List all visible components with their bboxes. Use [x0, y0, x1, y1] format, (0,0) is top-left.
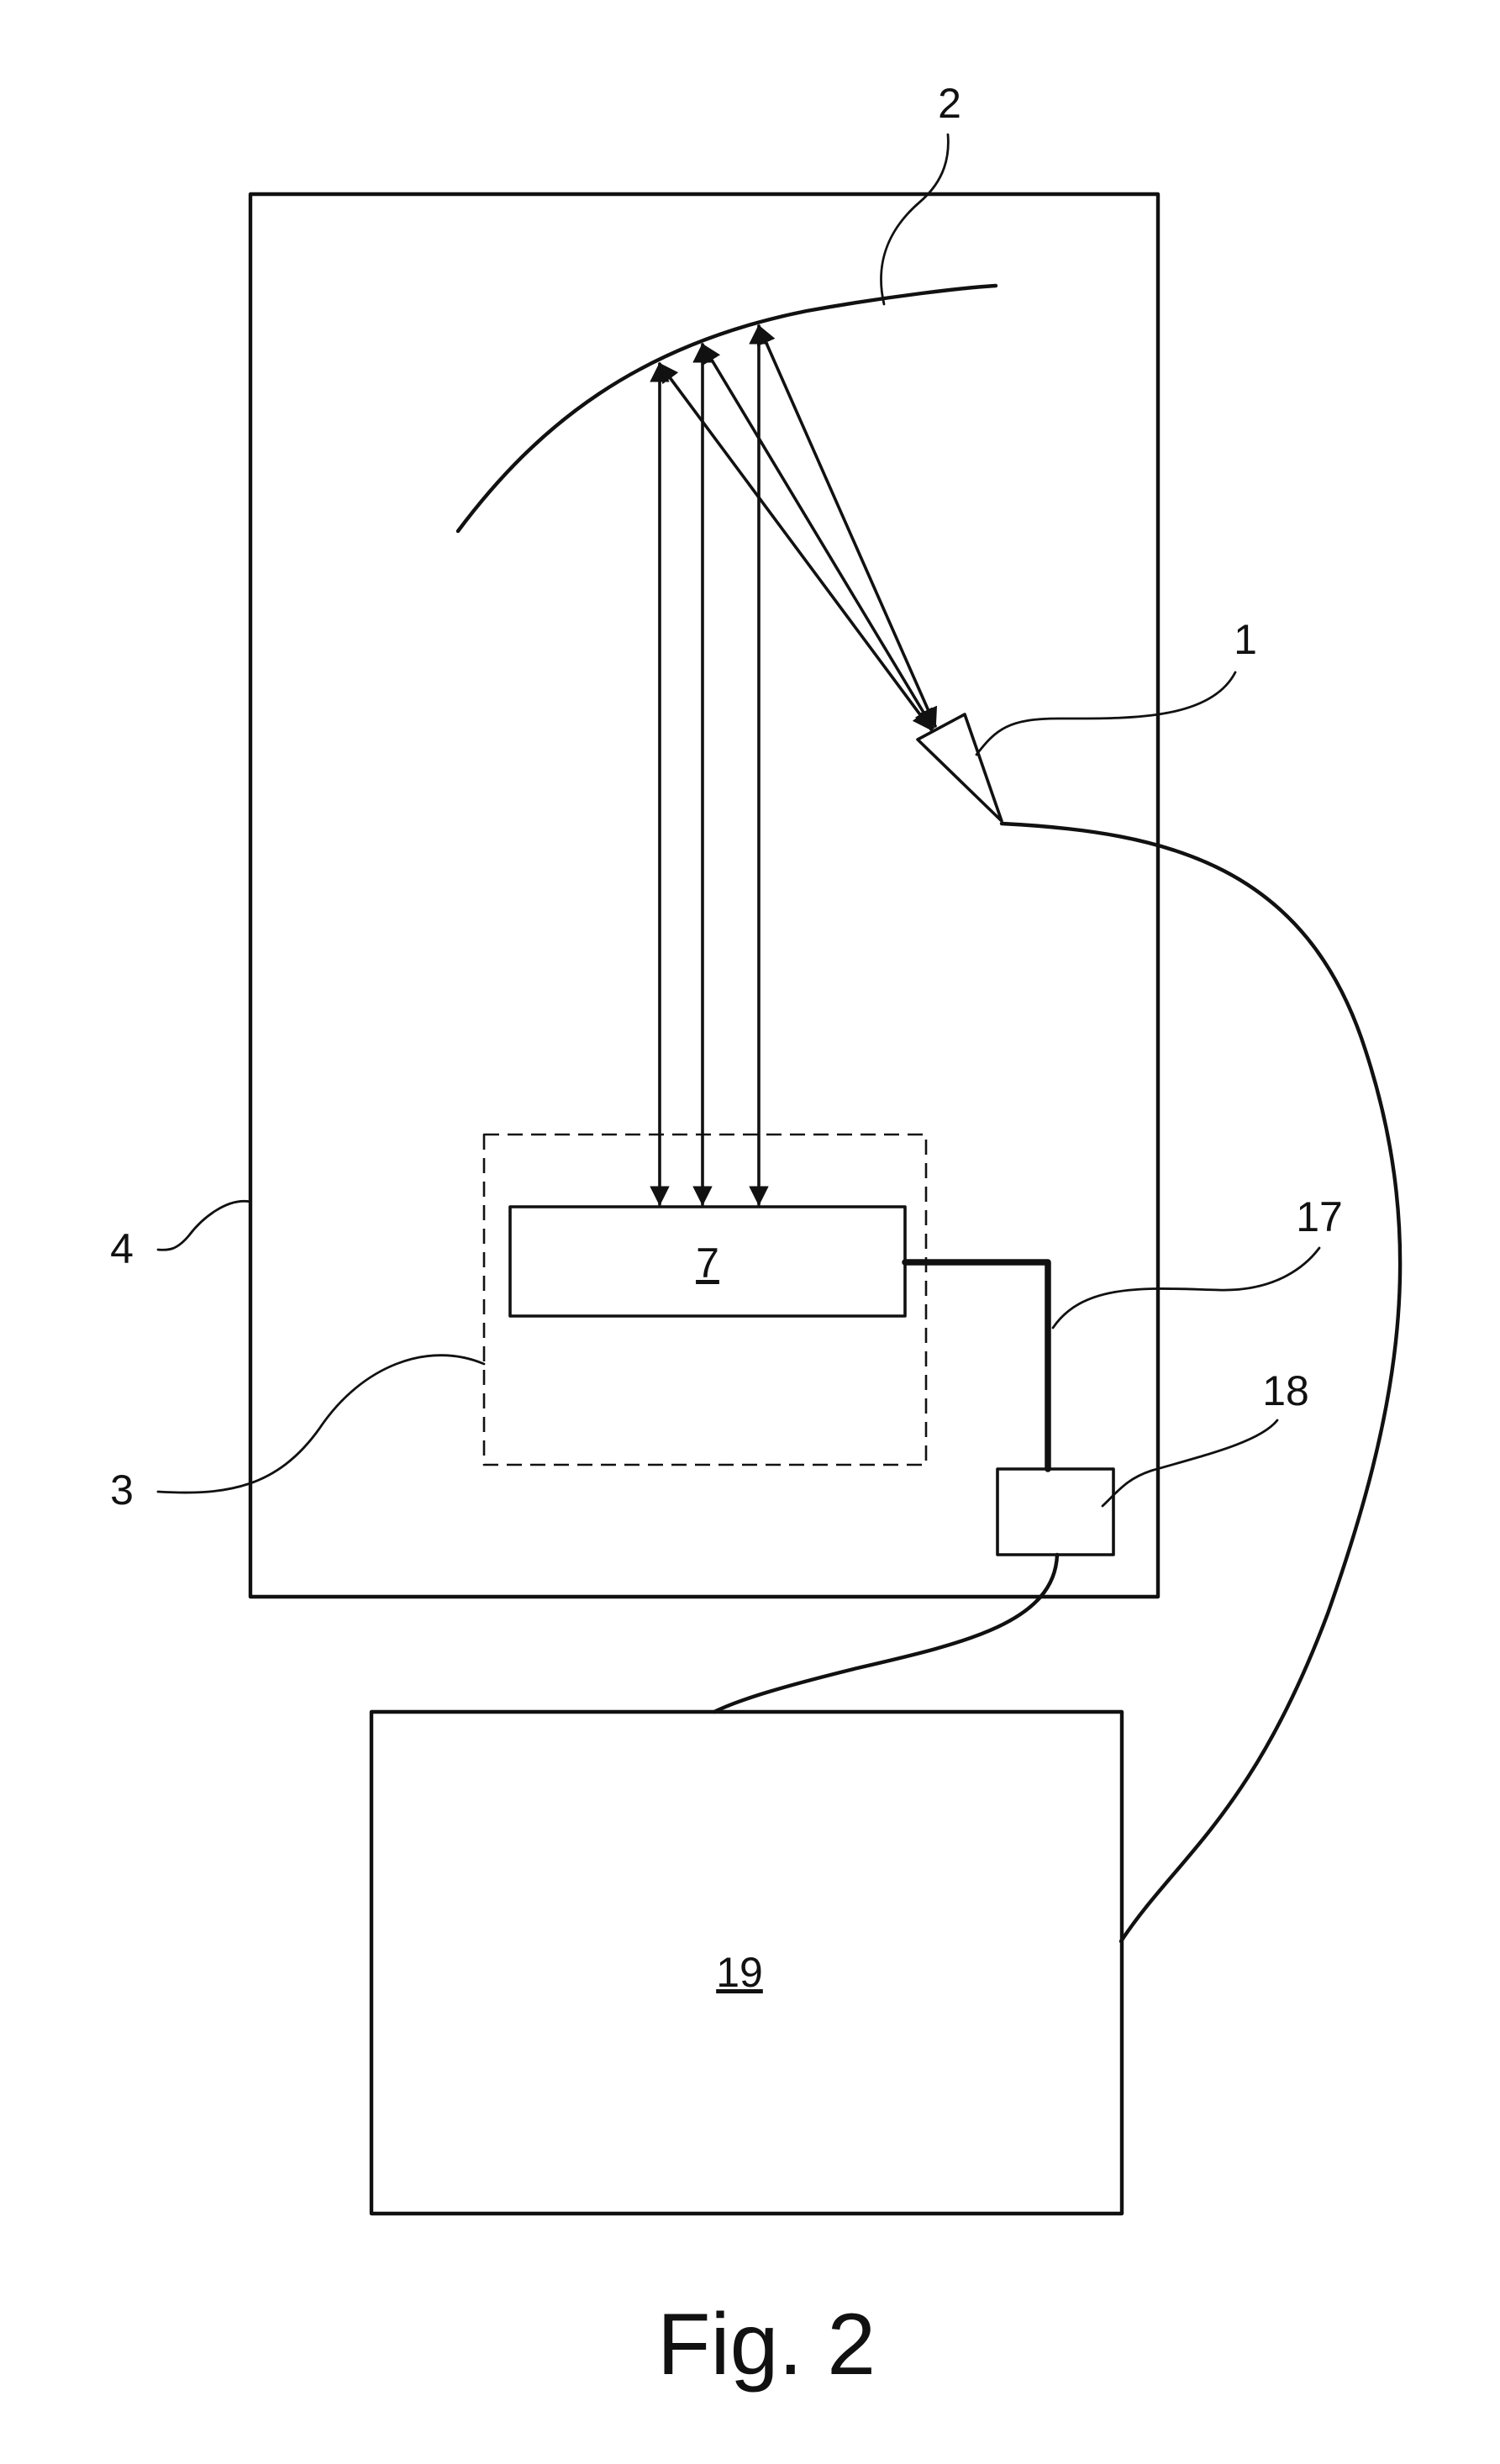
leader-4	[156, 1199, 252, 1251]
box-18	[996, 1467, 1115, 1556]
connection-17	[902, 1259, 1051, 1472]
beam-diagonal-3	[756, 324, 938, 728]
figure-caption: Fig. 2	[657, 2296, 876, 2393]
label-1: 1	[1234, 616, 1257, 663]
leader-17	[1051, 1246, 1321, 1329]
label-4: 4	[110, 1225, 134, 1272]
cable-camera-to-unit-19	[999, 821, 1403, 1944]
housing-outline	[248, 192, 1161, 1599]
label-2: 2	[938, 80, 961, 127]
label-3: 3	[110, 1466, 134, 1514]
camera-1	[916, 713, 1003, 823]
beam-diagonal-2	[701, 343, 934, 729]
curved-surface-2	[455, 283, 998, 534]
leader-2	[880, 133, 950, 306]
label-7: 7	[696, 1240, 719, 1287]
beam-diagonal-1	[658, 362, 933, 731]
unit-19	[369, 1709, 1124, 2216]
leader-1	[975, 671, 1237, 756]
assembly-3-dashed	[482, 1133, 928, 1466]
cable-18-to-unit-19	[712, 1552, 1060, 1714]
label-19: 19	[716, 1949, 763, 1996]
label-18: 18	[1262, 1367, 1309, 1414]
leader-3	[156, 1354, 486, 1494]
label-17: 17	[1296, 1193, 1343, 1240]
leader-18	[1101, 1419, 1279, 1508]
